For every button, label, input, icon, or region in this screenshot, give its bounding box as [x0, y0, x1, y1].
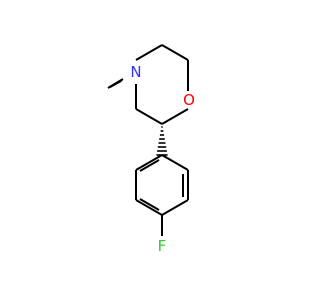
fluorine-atom-label: F [158, 237, 167, 255]
bond-n-c-upper [135, 44, 163, 61]
bond-aryl-6-1 [135, 154, 163, 171]
bond-aryl-4-5 [135, 199, 163, 216]
bond-o-c-chiral [161, 108, 189, 125]
double-bond-inner-c [139, 159, 160, 172]
bond-c-c-top [161, 44, 189, 61]
double-bond-inner-b [139, 198, 160, 211]
bond-chiral-ch2 [135, 108, 163, 125]
oxygen-atom-label: O [183, 91, 195, 109]
hashed-wedge-bond [156, 126, 168, 156]
nitrogen-atom-label: N [130, 63, 141, 81]
bond-methyl-ext [107, 78, 124, 89]
bond-aryl-3-4 [161, 199, 189, 216]
bond-aryl-1-2 [161, 154, 189, 171]
structure-canvas: N O F [107, 44, 195, 255]
molecule-diagram: N O F [107, 44, 195, 255]
